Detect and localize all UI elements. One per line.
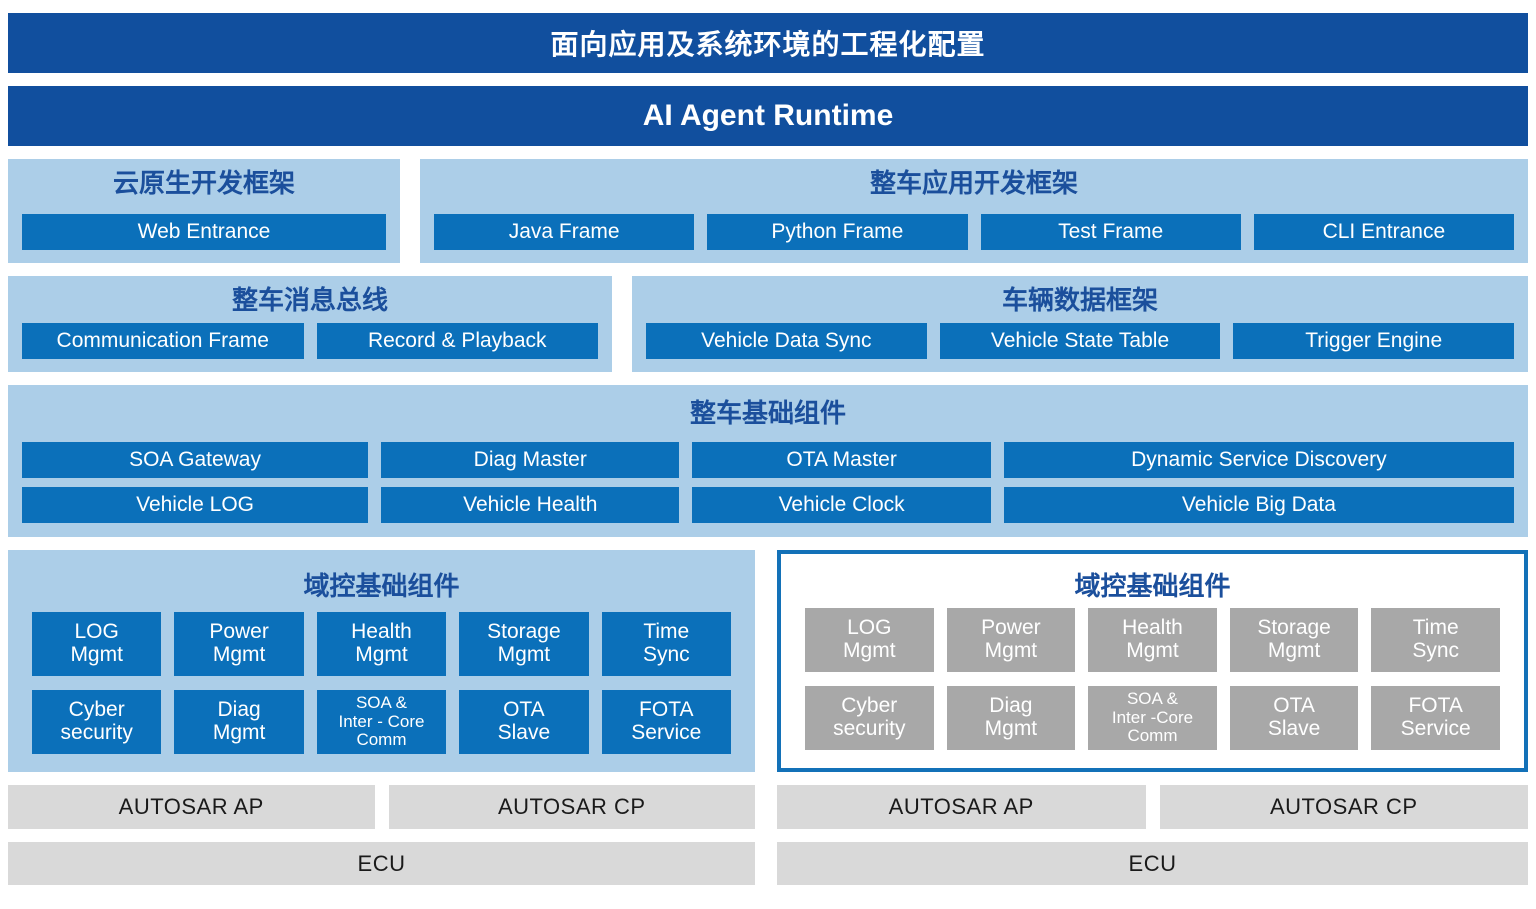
block-fota-service-left: FOTA Service xyxy=(601,690,731,754)
vehicle-base-row1: SOA Gateway Diag Master OTA Master Dynam… xyxy=(22,442,1514,478)
panel-title-vehicle-base: 整车基础组件 xyxy=(689,397,846,428)
panel-title-cloud-native: 云原生开发框架 xyxy=(112,168,295,198)
block-diag-mgmt-left: Diag Mgmt xyxy=(174,690,304,754)
block-test-frame: Test Frame xyxy=(980,214,1241,250)
row-ecu: ECU ECU xyxy=(8,842,1528,885)
banner-ai-agent-runtime: AI Agent Runtime xyxy=(8,86,1528,146)
panel-title-vehicle-data: 车辆数据框架 xyxy=(1001,285,1158,315)
bar-autosar-ap-left: AUTOSAR AP xyxy=(8,785,375,829)
block-power-mgmt-left: Power Mgmt xyxy=(174,612,304,676)
bar-autosar-cp-left: AUTOSAR CP xyxy=(388,785,755,829)
block-log-mgmt-left: LOG Mgmt xyxy=(32,612,162,676)
autosar-pair-right: AUTOSAR AP AUTOSAR CP xyxy=(777,785,1528,829)
panel-domain-base-right: 域控基础组件 LOG Mgmt Power Mgmt Health Mgmt S… xyxy=(777,550,1528,772)
block-web-entrance: Web Entrance xyxy=(22,214,386,250)
ecu-right-wrap: ECU xyxy=(777,842,1528,885)
block-ota-slave-left: OTA Slave xyxy=(459,690,589,754)
block-ota-master: OTA Master xyxy=(692,442,991,478)
block-log-mgmt-right: LOG Mgmt xyxy=(805,608,934,672)
autosar-pair-left: AUTOSAR AP AUTOSAR CP xyxy=(8,785,755,829)
panel-domain-base-left: 域控基础组件 LOG Mgmt Power Mgmt Health Mgmt S… xyxy=(8,550,755,772)
message-bus-blocks: Communication Frame Record & Playback xyxy=(22,323,598,359)
banner-engineering-config: 面向应用及系统环境的工程化配置 xyxy=(8,13,1528,73)
block-soa-intercore-comm-right: SOA & Inter -Core Comm xyxy=(1088,686,1217,750)
domain-left-row2: Cyber security Diag Mgmt SOA & Inter - C… xyxy=(32,690,731,754)
domain-right-row2: Cyber security Diag Mgmt SOA & Inter -Co… xyxy=(805,686,1500,750)
bar-autosar-ap-right: AUTOSAR AP xyxy=(777,785,1146,829)
bar-ecu-left: ECU xyxy=(8,842,755,885)
block-cyber-security-right: Cyber security xyxy=(805,686,934,750)
block-record-playback: Record & Playback xyxy=(316,323,598,359)
panel-message-bus: 整车消息总线 Communication Frame Record & Play… xyxy=(8,276,612,372)
block-soa-intercore-comm-left: SOA & Inter - Core Comm xyxy=(316,690,447,754)
block-diag-master: Diag Master xyxy=(381,442,680,478)
bar-autosar-cp-right: AUTOSAR CP xyxy=(1159,785,1528,829)
block-dynamic-service-discovery: Dynamic Service Discovery xyxy=(1003,442,1514,478)
domain-right-row1: LOG Mgmt Power Mgmt Health Mgmt Storage … xyxy=(805,608,1500,672)
block-java-frame: Java Frame xyxy=(434,214,695,250)
vehicle-base-row2: Vehicle LOG Vehicle Health Vehicle Clock… xyxy=(22,487,1514,523)
block-vehicle-state-table: Vehicle State Table xyxy=(939,323,1221,359)
block-vehicle-log: Vehicle LOG xyxy=(22,487,369,523)
block-cyber-security-left: Cyber security xyxy=(32,690,162,754)
block-soa-gateway: SOA Gateway xyxy=(22,442,369,478)
panel-title-message-bus: 整车消息总线 xyxy=(231,285,388,315)
row-app-frameworks: 云原生开发框架 Web Entrance 整车应用开发框架 Java Frame… xyxy=(8,159,1528,263)
panel-title-vehicle-app: 整车应用开发框架 xyxy=(869,168,1078,198)
block-vehicle-clock: Vehicle Clock xyxy=(692,487,991,523)
row-domain-base: 域控基础组件 LOG Mgmt Power Mgmt Health Mgmt S… xyxy=(8,550,1528,772)
block-storage-mgmt-right: Storage Mgmt xyxy=(1229,608,1359,672)
block-health-mgmt-left: Health Mgmt xyxy=(316,612,447,676)
panel-vehicle-app-framework: 整车应用开发框架 Java Frame Python Frame Test Fr… xyxy=(420,159,1528,263)
row-autosar: AUTOSAR AP AUTOSAR CP AUTOSAR AP AUTOSAR… xyxy=(8,785,1528,829)
panel-vehicle-data-framework: 车辆数据框架 Vehicle Data Sync Vehicle State T… xyxy=(632,276,1528,372)
block-vehicle-data-sync: Vehicle Data Sync xyxy=(646,323,927,359)
block-time-sync-left: Time Sync xyxy=(601,612,731,676)
block-fota-service-right: FOTA Service xyxy=(1371,686,1500,750)
domain-left-row1: LOG Mgmt Power Mgmt Health Mgmt Storage … xyxy=(32,612,731,676)
block-trigger-engine: Trigger Engine xyxy=(1233,323,1515,359)
block-storage-mgmt-left: Storage Mgmt xyxy=(459,612,589,676)
panel-vehicle-base-components: 整车基础组件 SOA Gateway Diag Master OTA Maste… xyxy=(8,385,1528,537)
block-time-sync-right: Time Sync xyxy=(1371,608,1500,672)
block-python-frame: Python Frame xyxy=(707,214,968,250)
cloud-native-blocks: Web Entrance xyxy=(22,214,386,250)
row-data-layer: 整车消息总线 Communication Frame Record & Play… xyxy=(8,276,1528,372)
block-vehicle-health: Vehicle Health xyxy=(381,487,680,523)
panel-title-domain-base-right: 域控基础组件 xyxy=(1074,570,1231,601)
block-health-mgmt-right: Health Mgmt xyxy=(1088,608,1217,672)
panel-cloud-native-framework: 云原生开发框架 Web Entrance xyxy=(8,159,400,263)
vehicle-data-blocks: Vehicle Data Sync Vehicle State Table Tr… xyxy=(646,323,1515,359)
ecu-left-wrap: ECU xyxy=(8,842,755,885)
bar-ecu-right: ECU xyxy=(777,842,1528,885)
block-cli-entrance: CLI Entrance xyxy=(1253,214,1514,250)
block-ota-slave-right: OTA Slave xyxy=(1229,686,1359,750)
vehicle-app-blocks: Java Frame Python Frame Test Frame CLI E… xyxy=(434,214,1514,250)
block-communication-frame: Communication Frame xyxy=(22,323,304,359)
block-vehicle-big-data: Vehicle Big Data xyxy=(1003,487,1514,523)
row-vehicle-base: 整车基础组件 SOA Gateway Diag Master OTA Maste… xyxy=(8,385,1528,537)
block-power-mgmt-right: Power Mgmt xyxy=(946,608,1076,672)
block-diag-mgmt-right: Diag Mgmt xyxy=(946,686,1076,750)
panel-title-domain-base-left: 域控基础组件 xyxy=(303,570,460,601)
